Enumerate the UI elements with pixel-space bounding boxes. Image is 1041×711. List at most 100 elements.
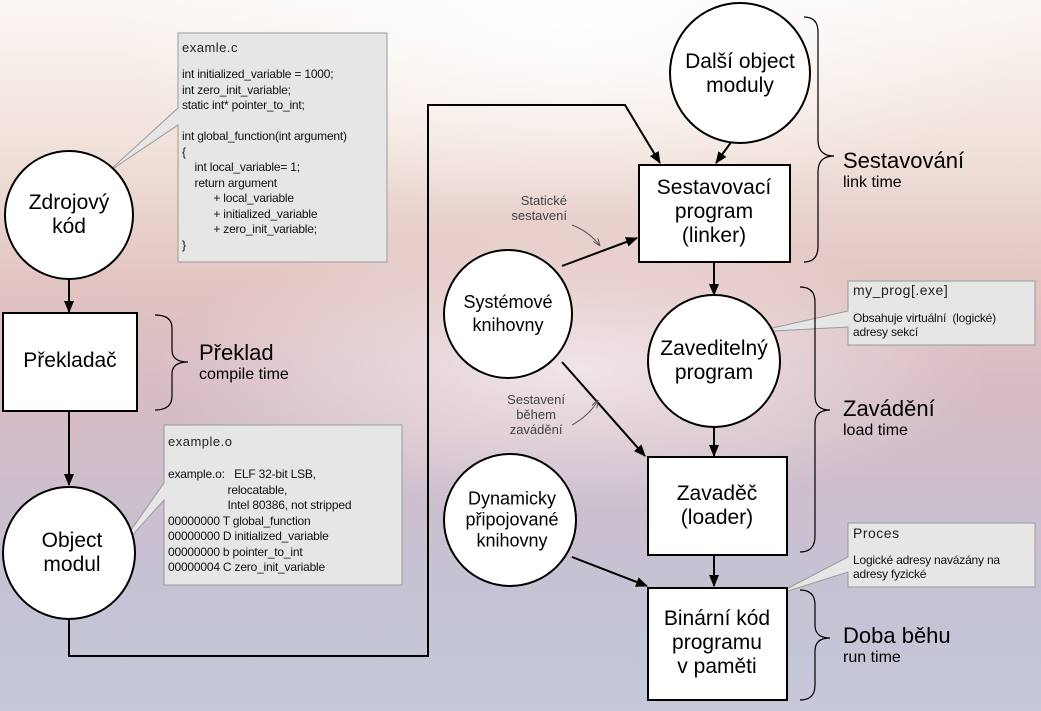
label-dynamicky-knihovny: Dynamicky připojované knihovny [465, 489, 558, 552]
label-line: programu [672, 631, 762, 654]
callout-line: return argument [182, 175, 278, 190]
callout-line: } [182, 237, 186, 252]
phase-preklad: Překlad compile time [199, 340, 289, 384]
label-line: v paměti [677, 655, 757, 678]
label-line: modul [43, 553, 101, 576]
node-dynamicky-knihovny [443, 453, 577, 587]
node-binarni-kod [647, 587, 788, 701]
phase-subtitle: run time [843, 649, 901, 666]
node-zaveditelny-program [647, 294, 781, 428]
phase-subtitle: compile time [199, 366, 289, 383]
callout-line: int initialized_variable = 1000; [182, 67, 334, 81]
brace-preklad [154, 314, 189, 411]
label-line: Další object [685, 50, 795, 73]
callout-line: adresy fyzické [853, 567, 927, 581]
node-zdrojovy-kod [4, 150, 134, 280]
label-line: Binární kód [663, 607, 771, 630]
object-callout-title: example.o [168, 434, 233, 449]
edge-systemove-linker [561, 237, 638, 267]
node-dalsi-object-moduly [669, 2, 811, 144]
callout-line: 00000000 D initialized_variable [168, 529, 329, 543]
callout-line: + initialized_variable [182, 206, 318, 221]
label-line: Statické [520, 193, 567, 208]
label-line: Object [41, 529, 103, 552]
callout-line: 00000004 C zero_init_variable [168, 560, 325, 574]
myprog-callout-lines: Obsahuje virtuální (logické)adresy sekcí [853, 311, 996, 339]
label-line: připojované [465, 509, 559, 530]
label-zaveditelny-program: Zaveditelný program [660, 337, 767, 385]
label-line: moduly [706, 74, 774, 97]
label-line: Systémové [463, 292, 553, 312]
callout-line: Obsahuje virtuální (logické) [853, 311, 996, 325]
proces-callout [774, 522, 1036, 596]
label-line: Zaveditelný [660, 337, 768, 360]
label-zavadec: Zavaděč (loader) [677, 482, 758, 530]
source-callout [107, 32, 388, 263]
label-line: knihovny [476, 530, 548, 551]
phase-zavadeni: Zavádění load time [843, 396, 935, 440]
node-zavadec [647, 456, 788, 556]
label-systemove-knihovny: Systémové knihovny [463, 291, 552, 337]
label-line: sestavení [511, 208, 567, 223]
callout-line: + local_variable [182, 191, 294, 205]
callout-line: relocatable, [168, 482, 288, 497]
brace-doba-behu [799, 589, 831, 701]
label-line: Zavaděč [676, 482, 758, 505]
label-line: Zdrojový [28, 191, 110, 214]
staticke-pointer [571, 224, 600, 246]
brace-sestavovani [803, 16, 835, 263]
label-line: program [674, 200, 754, 223]
edge-object-linker [68, 104, 661, 657]
callout-line [182, 114, 347, 130]
object-callout [109, 424, 403, 586]
callout-line: 00000000 T global_function [168, 513, 311, 528]
edge-dynamicky-binarni [571, 556, 648, 587]
callout-line: + zero_init_variable; [182, 222, 317, 236]
label-prekladac: Překladač [23, 349, 117, 372]
label-line: program [674, 361, 754, 384]
callout-line: 00000000 b pointer_to_int [168, 544, 303, 559]
node-object-modul [2, 486, 136, 620]
node-sestavovaci-program [638, 164, 791, 263]
source-callout-title: examle.c [182, 40, 239, 55]
phase-title: Překlad [199, 340, 274, 365]
phase-subtitle: load time [843, 422, 908, 439]
label-dalsi-object-moduly: Další object moduly [685, 50, 795, 98]
label-line: Sestavovací [656, 176, 772, 199]
callout-line: int zero_init_variable; [182, 82, 291, 97]
label-line: knihovny [472, 315, 544, 335]
callout-line: adresy sekcí [853, 325, 918, 339]
brace-zavadeni [799, 286, 831, 553]
edge-label-staticke: Statické sestavení [511, 193, 567, 223]
label-sestavovaci-program: Sestavovací program (linker) [657, 176, 771, 248]
label-object-modul: Object modul [42, 529, 103, 577]
callout-line: Logické adresy navázány na [853, 553, 1000, 567]
callout-line: int local_variable= 1; [182, 160, 301, 174]
phase-title: Sestavování [843, 148, 965, 173]
edge-label-behem: Sestavení během zavádění [507, 392, 565, 437]
callout-line: example.o: ELF 32-bit LSB, [168, 467, 316, 481]
myprog-callout-title: my_prog[.exe] [853, 282, 949, 298]
callout-line: int global_function(int argument) [182, 129, 347, 143]
callout-line: Intel 80386, not stripped [168, 498, 352, 512]
label-binarni-kod: Binární kód programu v paměti [664, 607, 770, 679]
label-line: Dynamicky [467, 488, 557, 509]
node-systemove-knihovny [443, 249, 573, 379]
source-code-lines: int initialized_variable = 1000;int zero… [182, 67, 347, 253]
phase-title: Zavádění [843, 396, 935, 421]
myprog-callout [754, 280, 1036, 346]
phase-title: Doba běhu [843, 623, 951, 648]
callout-line: { [182, 144, 186, 159]
node-prekladac [2, 312, 138, 412]
proces-callout-title: Proces [853, 525, 900, 541]
phase-subtitle: link time [843, 174, 902, 191]
label-line: během [516, 407, 556, 422]
label-line: (loader) [680, 506, 754, 529]
label-line: zavádění [509, 422, 563, 437]
label-line: (linker) [681, 224, 747, 247]
phase-doba-behu: Doba běhu run time [843, 623, 951, 667]
edge-systemove-zavadec [561, 361, 646, 457]
object-dump-lines: example.o: ELF 32-bit LSB, relocatable, … [168, 467, 352, 576]
